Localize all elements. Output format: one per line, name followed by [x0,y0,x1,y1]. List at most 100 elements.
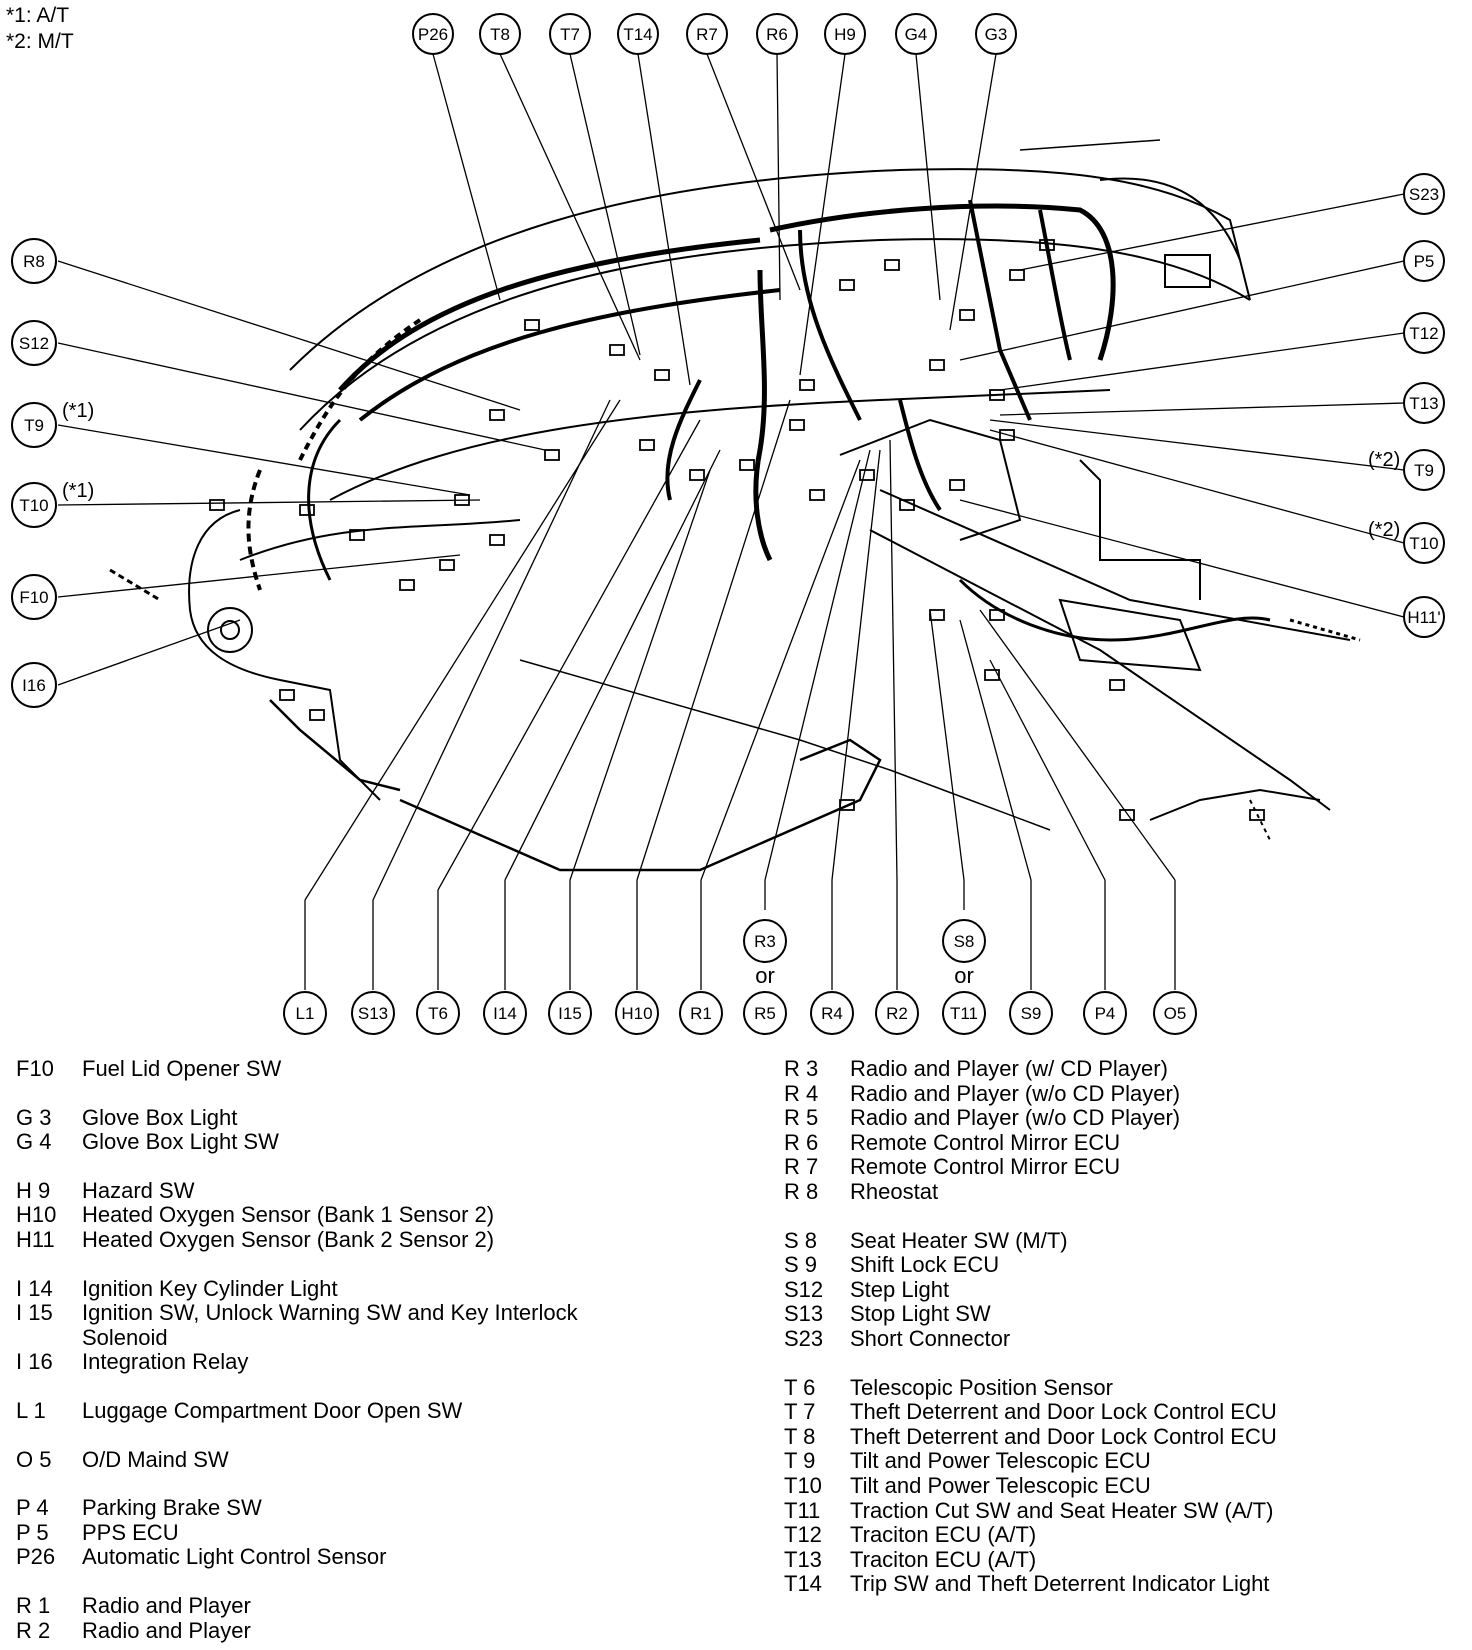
legend-entry: S23 Short Connector [784,1325,1464,1352]
svg-text:L1: L1 [296,1004,315,1023]
legend-code: R 4 [784,1080,819,1106]
svg-text:R3: R3 [754,932,776,951]
legend-code: R 1 [16,1592,51,1618]
legend-description: Remote Control Mirror ECU [850,1129,1121,1155]
legend-description: Ignition Key Cylinder Light [82,1275,338,1301]
legend-code: S23 [784,1325,824,1351]
svg-text:S8: S8 [954,932,975,951]
callout-i16: I16 [11,662,57,708]
legend-description: Glove Box Light SW [82,1129,279,1155]
svg-text:S12: S12 [19,334,49,353]
legend-code: S13 [784,1301,824,1327]
callout-s23: S23 [1403,173,1445,215]
legend-description: Tilt and Power Telescopic ECU [850,1448,1151,1474]
callout-f10: F10 [11,574,57,620]
qualifier-or-s8-t11: or [954,963,974,988]
callout-t14: T14 [617,13,659,55]
legend-entry: S12 Step Light [784,1276,1464,1303]
svg-text:O5: O5 [1164,1004,1187,1023]
callout-t9-left: T9 [11,402,57,448]
legend-code: R 5 [784,1105,819,1131]
callout-badges: P26 T8 T7 T14 R7 R6 H9 G4 G3 S23 P5 T12 … [11,13,1445,1035]
legend-description: Heated Oxygen Sensor (Bank 1 Sensor 2) [82,1202,495,1228]
legend-entry: I 14 Ignition Key Cylinder Light [16,1275,716,1302]
legend-code: P 4 [16,1495,49,1521]
legend-code: R 7 [784,1154,819,1180]
qualifier-star2-t9: (*2) [1368,449,1400,471]
svg-text:T12: T12 [1409,324,1438,343]
legend-description: Parking Brake SW [82,1495,262,1521]
callout-o5: O5 [1153,991,1197,1035]
legend-description: Traction Cut SW and Seat Heater SW (A/T) [850,1497,1274,1523]
legend-description: Traciton ECU (A/T) [850,1546,1037,1572]
legend-gap [16,1472,716,1496]
legend-gap [16,1375,716,1399]
svg-text:R6: R6 [766,25,788,44]
svg-text:G3: G3 [985,25,1008,44]
svg-text:R5: R5 [754,1004,776,1023]
callout-r1: R1 [679,991,723,1035]
svg-text:I15: I15 [558,1004,582,1023]
callout-p5: P5 [1403,240,1445,282]
legend-code: T12 [784,1522,822,1548]
legend-description: Luggage Compartment Door Open SW [82,1397,463,1423]
callout-t8: T8 [479,13,521,55]
svg-text:T14: T14 [623,25,652,44]
callout-g4: G4 [895,13,937,55]
legend-description: Rheostat [850,1178,939,1204]
callout-r8: R8 [11,238,57,284]
svg-text:P26: P26 [418,25,448,44]
callout-s9: S9 [1009,991,1053,1035]
callout-t9-right: T9 [1403,449,1445,491]
legend-code: T 8 [784,1423,816,1449]
legend-description: Short Connector [850,1325,1011,1351]
legend-code: T14 [784,1571,822,1597]
svg-text:H10: H10 [621,1004,652,1023]
legend-description: Glove Box Light [82,1104,238,1130]
legend-description: Heated Oxygen Sensor (Bank 2 Sensor 2) [82,1226,495,1252]
legend-code: H10 [16,1202,57,1228]
legend-description: Stop Light SW [850,1301,991,1327]
legend-code: S12 [784,1276,824,1302]
callout-p4: P4 [1083,991,1127,1035]
svg-text:P4: P4 [1095,1004,1116,1023]
legend-code: R 8 [784,1178,819,1204]
legend-entry: R 8 Rheostat [784,1178,1464,1205]
callout-h10: H10 [615,991,659,1035]
legend-code: R 2 [16,1617,51,1643]
svg-text:I16: I16 [22,676,46,695]
svg-text:H9: H9 [834,25,856,44]
legend-description: Remote Control Mirror ECU [850,1154,1121,1180]
callout-r7: R7 [686,13,728,55]
legend-description: Step Light [850,1276,950,1302]
callout-i14: I14 [483,991,527,1035]
svg-text:T10: T10 [1409,534,1438,553]
legend-code: T10 [784,1472,822,1498]
legend-gap [16,1082,716,1106]
svg-text:R1: R1 [690,1004,712,1023]
legend-code: S 9 [784,1252,818,1278]
callout-r6: R6 [756,13,798,55]
legend-description: Theft Deterrent and Door Lock Control EC… [850,1423,1277,1449]
legend-code: I 15 [16,1300,53,1326]
legend-code: I 14 [16,1275,53,1301]
svg-text:G4: G4 [905,25,928,44]
callout-r5: R5 [743,991,787,1035]
note-automatic: *1: A/T [6,4,70,27]
svg-text:F10: F10 [19,588,48,607]
legend-code: T13 [784,1546,822,1572]
